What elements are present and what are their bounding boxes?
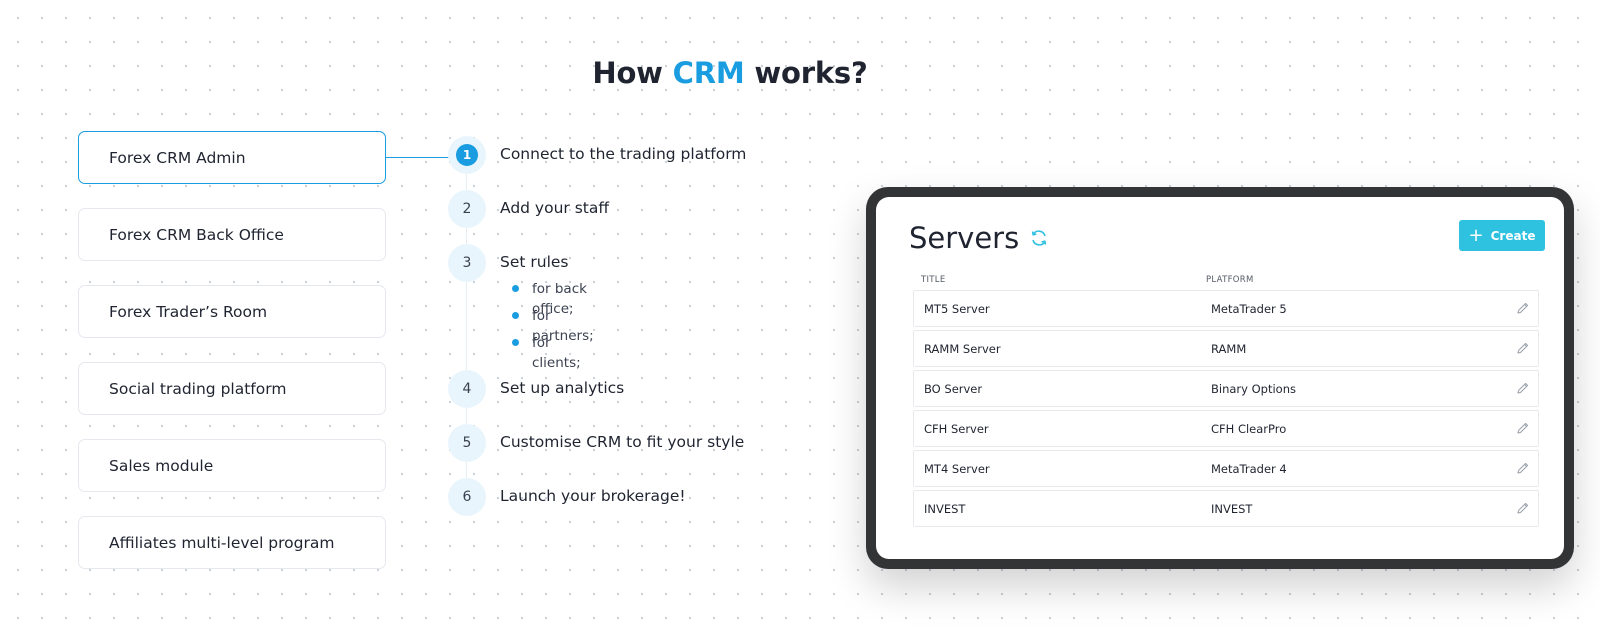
rule-item: for back office; xyxy=(486,279,594,317)
menu-item-label: Sales module xyxy=(109,456,214,475)
menu-item-social-trading-platform[interactable]: Social trading platform xyxy=(78,362,386,415)
pencil-icon[interactable] xyxy=(1516,341,1530,355)
pencil-icon[interactable] xyxy=(1516,301,1530,315)
plus-icon: + xyxy=(1468,224,1484,246)
step-number: 5 xyxy=(462,435,472,451)
step-number: 6 xyxy=(462,489,472,505)
row-platform: MetaTrader 5 xyxy=(1211,302,1287,316)
table-row[interactable]: MT5 Server MetaTrader 5 xyxy=(913,290,1539,327)
table-row[interactable]: CFH Server CFH ClearPro xyxy=(913,410,1539,447)
pencil-icon[interactable] xyxy=(1516,461,1530,475)
row-platform: MetaTrader 4 xyxy=(1211,462,1287,476)
step-3-content: Set rules for back office; for partners;… xyxy=(486,244,594,371)
menu-item-forex-crm-admin[interactable]: Forex CRM Admin xyxy=(78,131,386,184)
step-number-badge: 5 xyxy=(448,424,486,462)
pencil-icon[interactable] xyxy=(1516,381,1530,395)
step-3: 3 Set rules for back office; for partner… xyxy=(448,244,594,371)
pencil-icon[interactable] xyxy=(1516,421,1530,435)
active-connector-line xyxy=(386,157,450,158)
menu-item-label: Forex CRM Back Office xyxy=(109,225,284,244)
title-accent: CRM xyxy=(672,56,745,90)
row-platform: Binary Options xyxy=(1211,382,1296,396)
step-label: Launch your brokerage! xyxy=(500,487,686,505)
step-number-badge: 1 xyxy=(448,136,486,174)
row-platform: CFH ClearPro xyxy=(1211,422,1287,436)
rule-text: for clients; xyxy=(532,335,581,371)
table-row[interactable]: INVEST INVEST xyxy=(913,490,1539,527)
row-title: INVEST xyxy=(924,502,966,516)
step-number: 2 xyxy=(462,201,472,217)
create-button-label: Create xyxy=(1490,228,1536,243)
page-title: How CRM works? xyxy=(0,56,1460,90)
table-row[interactable]: MT4 Server MetaTrader 4 xyxy=(913,450,1539,487)
step-number: 3 xyxy=(462,255,472,271)
step-4: 4 Set up analytics xyxy=(448,370,624,408)
step-1: 1 Connect to the trading platform xyxy=(448,136,746,174)
servers-table: MT5 Server MetaTrader 5 RAMM Server RAMM… xyxy=(913,290,1539,530)
row-title: BO Server xyxy=(924,382,983,396)
column-header-platform: PLATFORM xyxy=(1206,275,1254,285)
rules-list: for back office; for partners; for clien… xyxy=(486,279,594,371)
step-number-badge: 4 xyxy=(448,370,486,408)
servers-title: Servers xyxy=(909,221,1049,255)
step-label: Customise CRM to fit your style xyxy=(500,433,745,451)
tablet-mockup: Servers + Create TITLE PLATFORM MT5 Serv… xyxy=(866,187,1574,569)
column-header-title: TITLE xyxy=(921,275,946,285)
menu-item-label: Forex CRM Admin xyxy=(109,148,246,167)
row-platform: INVEST xyxy=(1211,502,1253,516)
bullet-icon xyxy=(512,339,519,346)
row-platform: RAMM xyxy=(1211,342,1247,356)
menu-item-label: Forex Trader’s Room xyxy=(109,302,268,321)
steps-timeline xyxy=(466,165,467,495)
step-2: 2 Add your staff xyxy=(448,190,609,228)
step-number-badge: 3 xyxy=(448,244,486,282)
step-number-badge: 2 xyxy=(448,190,486,228)
row-title: MT4 Server xyxy=(924,462,990,476)
servers-screen: Servers + Create TITLE PLATFORM MT5 Serv… xyxy=(876,197,1564,559)
row-title: MT5 Server xyxy=(924,302,990,316)
menu-item-sales-module[interactable]: Sales module xyxy=(78,439,386,492)
step-label: Set up analytics xyxy=(500,379,625,397)
menu-item-forex-crm-back-office[interactable]: Forex CRM Back Office xyxy=(78,208,386,261)
row-title: RAMM Server xyxy=(924,342,1001,356)
step-number: 4 xyxy=(462,381,472,397)
step-label: Add your staff xyxy=(500,199,610,217)
step-number: 1 xyxy=(456,144,478,166)
rule-text: for back office; xyxy=(532,281,587,317)
rule-item: for partners; xyxy=(486,306,594,344)
step-5: 5 Customise CRM to fit your style xyxy=(448,424,744,462)
servers-title-text: Servers xyxy=(909,221,1020,255)
pencil-icon[interactable] xyxy=(1516,501,1530,515)
menu-item-forex-traders-room[interactable]: Forex Trader’s Room xyxy=(78,285,386,338)
bullet-icon xyxy=(512,312,519,319)
table-row[interactable]: RAMM Server RAMM xyxy=(913,330,1539,367)
create-button[interactable]: + Create xyxy=(1459,220,1545,251)
rule-text: for partners; xyxy=(532,308,594,344)
refresh-icon[interactable] xyxy=(1029,228,1049,248)
row-title: CFH Server xyxy=(924,422,989,436)
menu-item-label: Affiliates multi-level program xyxy=(109,533,335,552)
title-prefix: How xyxy=(592,56,673,90)
step-number-badge: 6 xyxy=(448,478,486,516)
rule-item: for clients; xyxy=(486,333,594,371)
step-6: 6 Launch your brokerage! xyxy=(448,478,686,516)
step-label: Connect to the trading platform xyxy=(500,145,747,163)
title-suffix: works? xyxy=(744,56,868,90)
step-label: Set rules xyxy=(500,253,569,271)
product-menu: Forex CRM Admin Forex CRM Back Office Fo… xyxy=(78,131,386,593)
menu-item-label: Social trading platform xyxy=(109,379,287,398)
menu-item-affiliates-program[interactable]: Affiliates multi-level program xyxy=(78,516,386,569)
bullet-icon xyxy=(512,285,519,292)
table-row[interactable]: BO Server Binary Options xyxy=(913,370,1539,407)
